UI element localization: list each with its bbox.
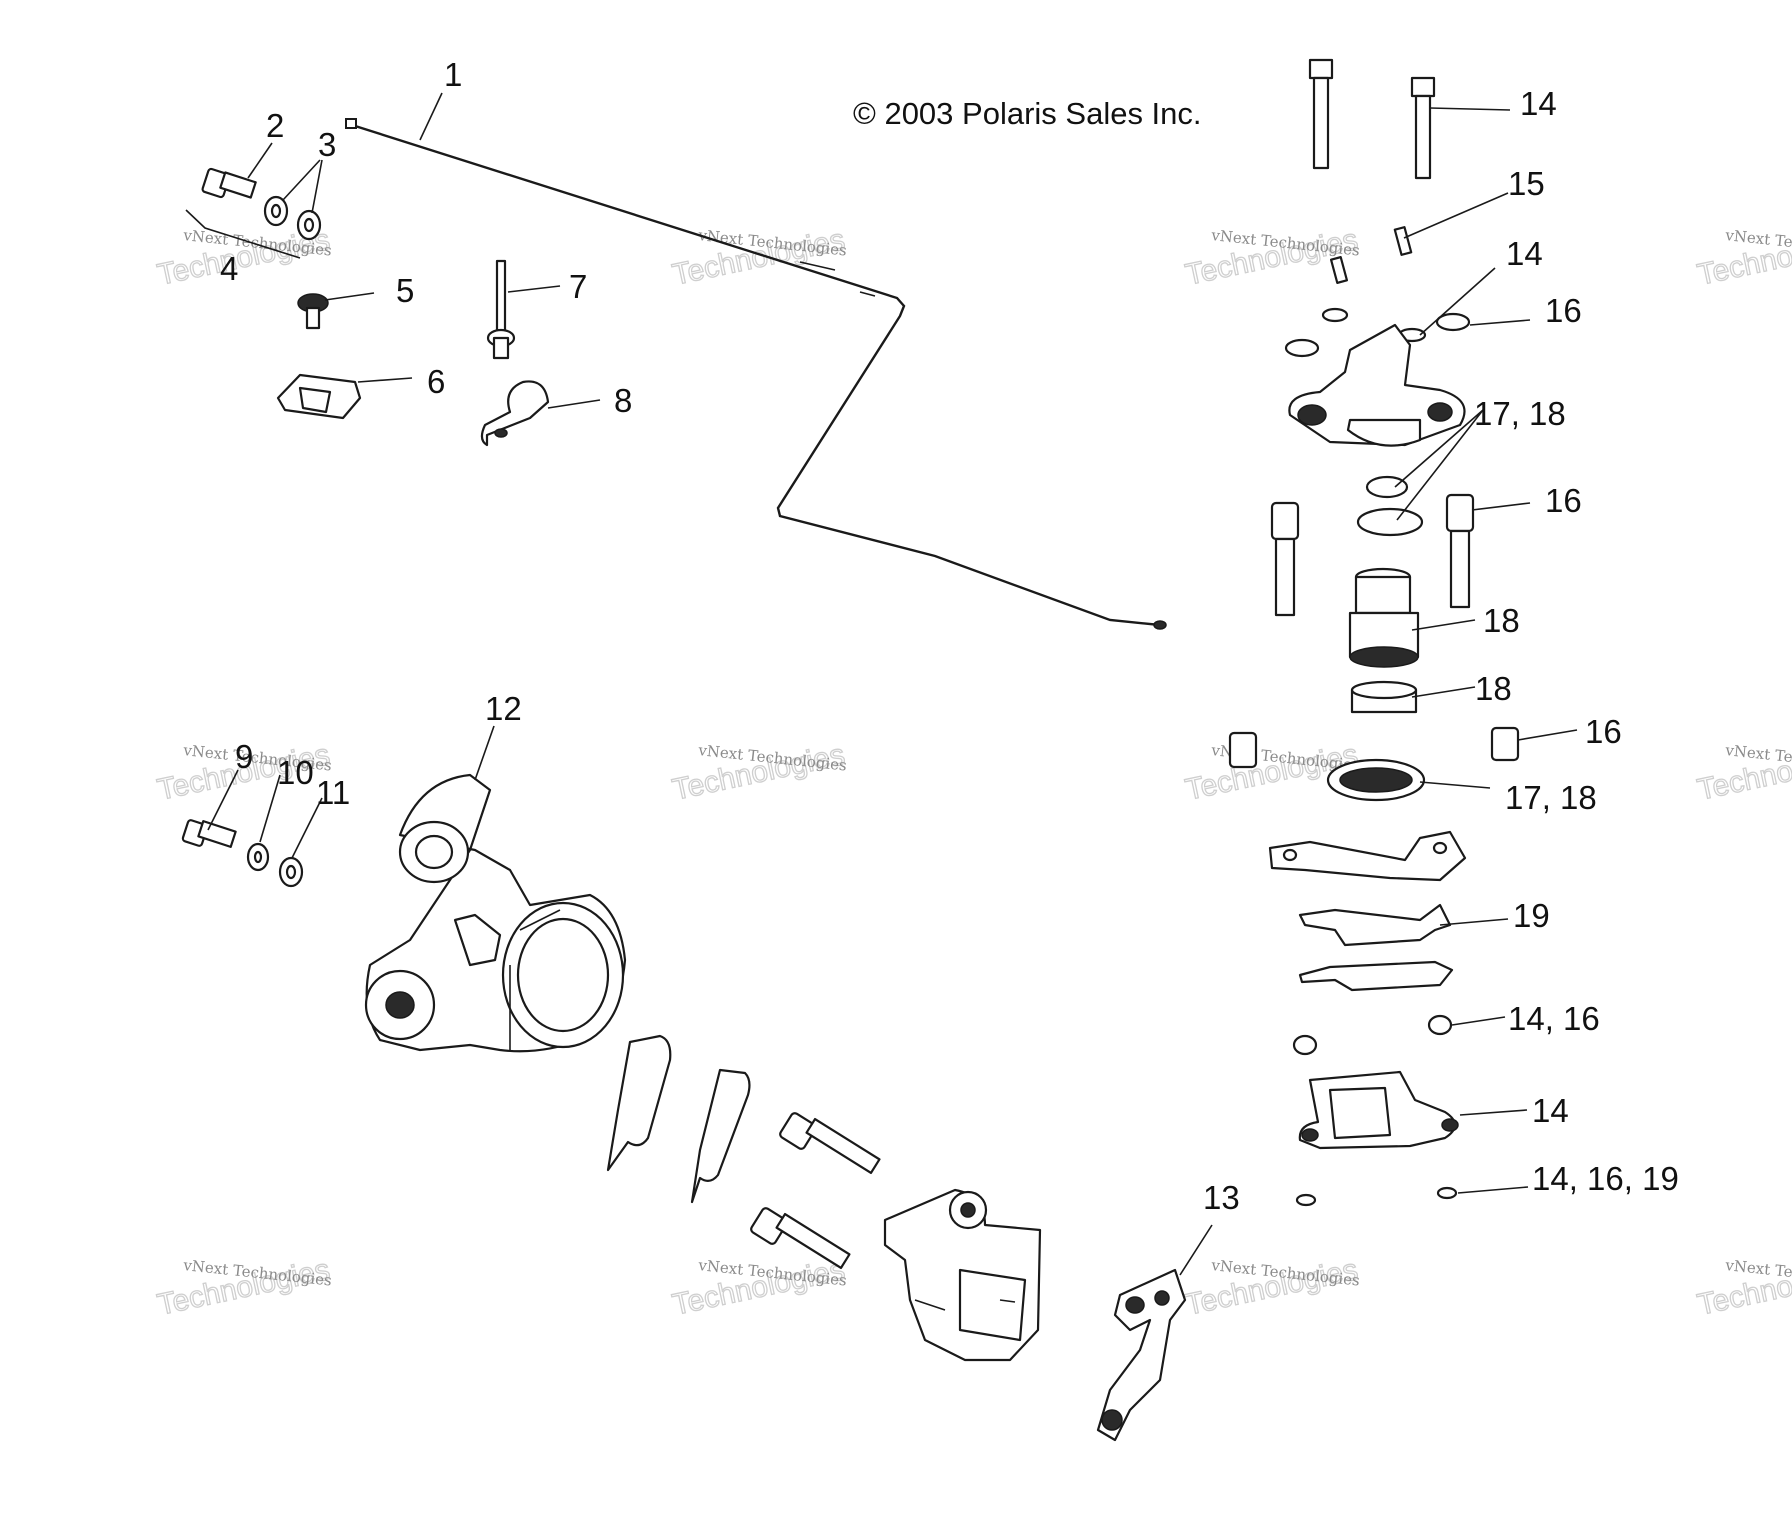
- callout-13: 13: [1203, 1179, 1240, 1216]
- seal-part: [1356, 507, 1424, 537]
- callout-17-18: 17, 18: [1474, 395, 1566, 432]
- callout-14-16: 14, 16: [1508, 1000, 1600, 1037]
- washer-part: [1436, 1186, 1458, 1200]
- washer-part: [1321, 307, 1349, 323]
- screw-part: [297, 293, 329, 330]
- bolt-part: [1270, 501, 1300, 617]
- lower-caliper-part: [1298, 1070, 1459, 1150]
- washer-part: [1284, 338, 1320, 358]
- bolt-part: [779, 1112, 881, 1175]
- brake-pad-part: [606, 1034, 672, 1172]
- bushing-part: [1228, 731, 1258, 769]
- callout-7: 7: [569, 268, 587, 305]
- watermark: Technologies vNext Technologies: [669, 1253, 848, 1323]
- long-bolt-part: [1410, 76, 1436, 180]
- copyright-text: © 2003 Polaris Sales Inc.: [853, 96, 1202, 131]
- bleeder-part: [1329, 226, 1413, 284]
- callout-10: 10: [277, 754, 314, 791]
- brake-pad-part: [1298, 903, 1452, 947]
- pin-part: [486, 259, 516, 360]
- watermark: Technologies vNext Technologies: [669, 738, 848, 808]
- watermark: Technologies vNext Technologies: [154, 1253, 333, 1323]
- watermark: Technologies vNext Technologies: [1694, 1253, 1792, 1323]
- wire-part: [185, 209, 301, 259]
- housing-part: [364, 773, 627, 1053]
- long-bolt-part: [1308, 58, 1334, 170]
- callout-2: 2: [266, 107, 284, 144]
- callout-16: 16: [1585, 713, 1622, 750]
- brake-line-part: [345, 118, 1167, 630]
- bolt-part: [181, 819, 237, 848]
- callout-17-18: 17, 18: [1505, 779, 1597, 816]
- callout-16: 16: [1545, 292, 1582, 329]
- callout-16: 16: [1545, 482, 1582, 519]
- brake-pad-part: [1298, 960, 1454, 992]
- callout-11: 11: [316, 774, 350, 811]
- callout-18: 18: [1475, 670, 1512, 707]
- seal-part: [1365, 475, 1409, 499]
- clamp-part: [480, 380, 550, 447]
- piston-part: [1348, 567, 1420, 668]
- watermarks: Technologies vNext Technologies Technolo…: [154, 223, 1792, 1323]
- watermark: Technologies vNext Technologies: [1182, 223, 1361, 293]
- callout-3: 3: [318, 126, 336, 163]
- callout-14: 14: [1520, 85, 1557, 122]
- callout-14: 14: [1532, 1092, 1569, 1129]
- caliper-housing-part: [1288, 323, 1466, 447]
- callout-14-16-19: 14, 16, 19: [1532, 1160, 1679, 1197]
- washer-part: [1435, 312, 1471, 332]
- bracket-part: [1096, 1268, 1187, 1442]
- brake-pad-part: [690, 1068, 751, 1204]
- callout-6: 6: [427, 363, 445, 400]
- bolt-part: [1445, 493, 1475, 609]
- watermark: Technologies vNext Technologies: [1694, 223, 1792, 293]
- callout-8: 8: [614, 382, 632, 419]
- callout-12: 12: [485, 690, 522, 727]
- spring-plate-part: [1268, 830, 1467, 882]
- callout-18: 18: [1483, 602, 1520, 639]
- callout-14: 14: [1506, 235, 1543, 272]
- nut-part: [1427, 1014, 1453, 1036]
- callout-5: 5: [396, 272, 414, 309]
- callout-19: 19: [1513, 897, 1550, 934]
- callout-4: 4: [220, 250, 238, 287]
- nut-part: [1292, 1034, 1318, 1056]
- caliper-part: [883, 1188, 1042, 1362]
- ring-part: [1350, 680, 1418, 714]
- callout-9: 9: [235, 738, 253, 775]
- callout-labels: 1 2 3 4 5 6 7 8 9 10 11 12 13 14 15 14 1…: [220, 56, 1679, 1216]
- watermark: Technologies vNext Technologies: [1694, 738, 1792, 808]
- watermark: Technologies vNext Technologies: [1182, 1253, 1361, 1323]
- washer-part: [1295, 1193, 1317, 1207]
- callout-15: 15: [1508, 165, 1545, 202]
- callout-1: 1: [444, 56, 462, 93]
- leader-lines: [207, 92, 1578, 1276]
- bolt-part: [750, 1207, 851, 1270]
- bushing-part: [1490, 726, 1520, 762]
- clip-part: [276, 373, 362, 420]
- bolt-part: [201, 167, 257, 199]
